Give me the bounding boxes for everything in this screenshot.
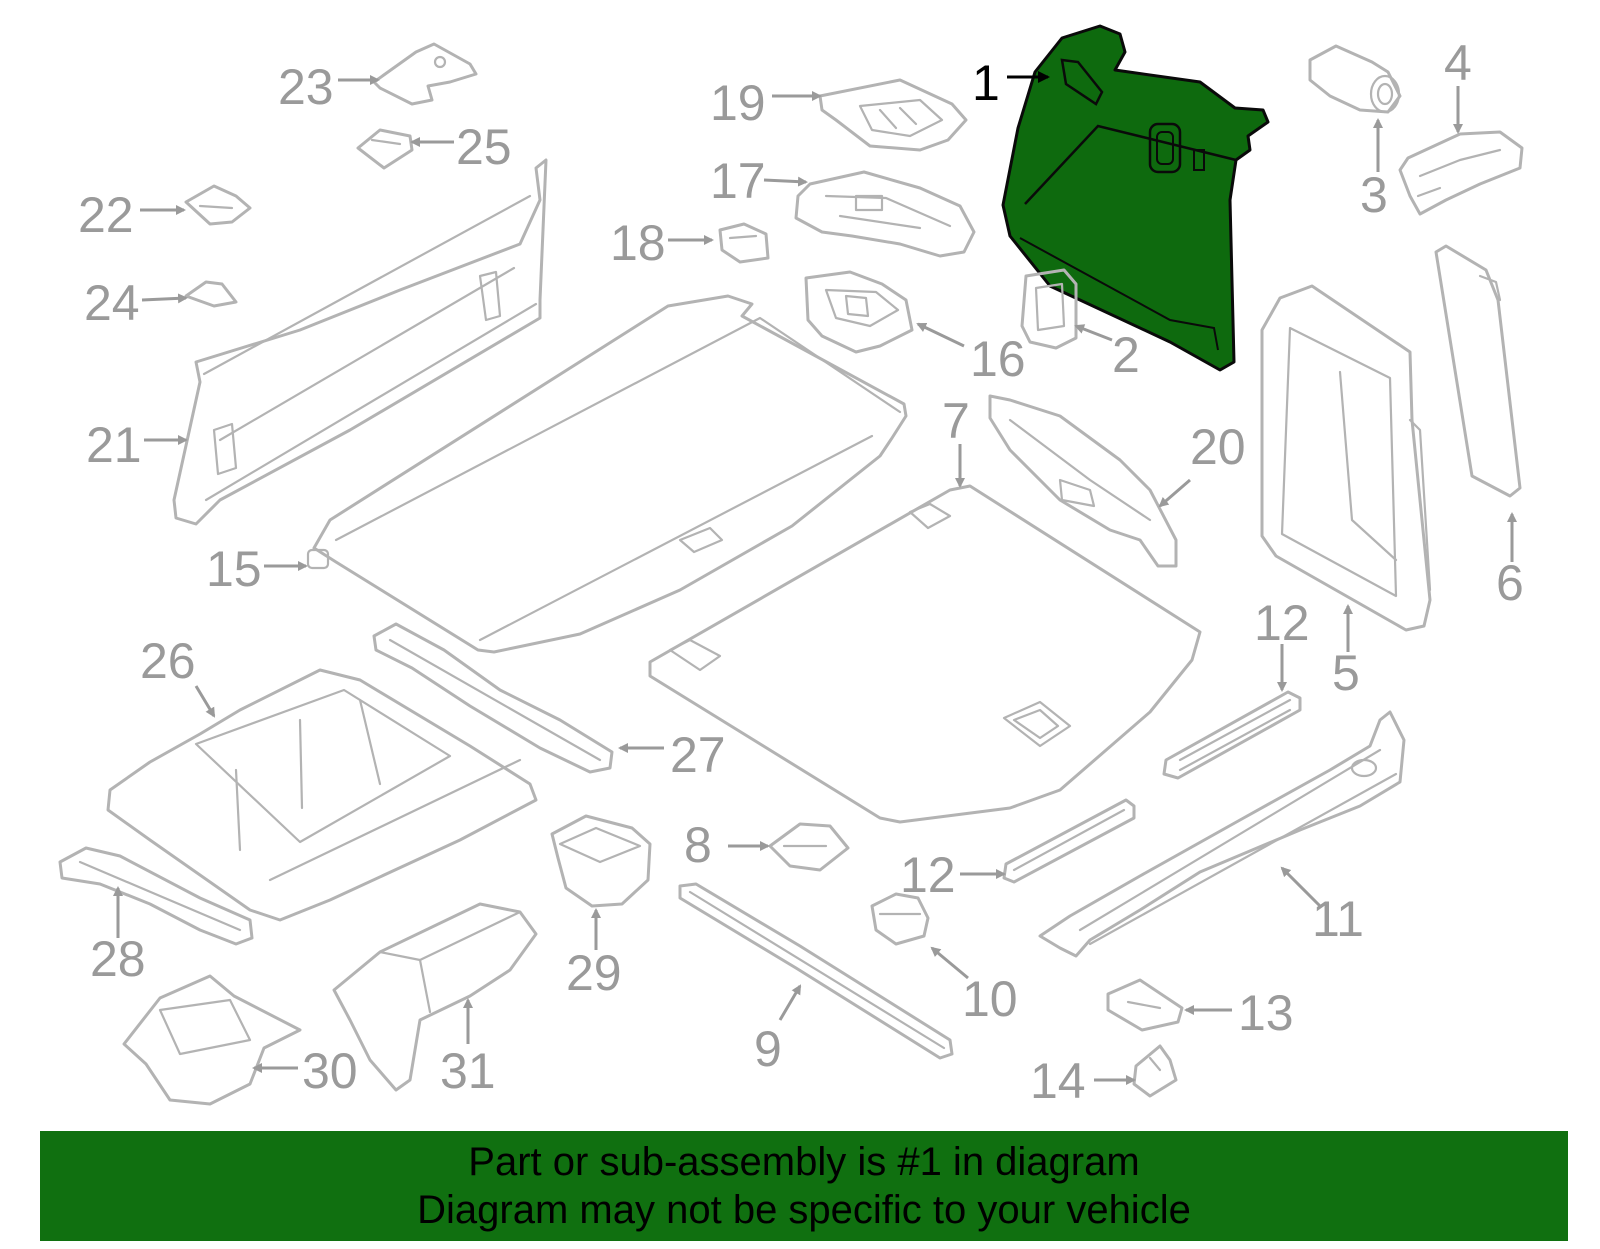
part-4-handle[interactable] <box>1398 130 1524 216</box>
part-22-clip[interactable] <box>184 184 252 226</box>
callout-31[interactable]: 31 <box>440 1043 496 1099</box>
part-5-side-frame[interactable] <box>1260 284 1432 632</box>
callout-1[interactable]: 1 <box>972 55 1000 111</box>
callout-5[interactable]: 5 <box>1332 645 1360 701</box>
callout-30[interactable]: 30 <box>302 1043 358 1099</box>
callout-12-lower[interactable]: 12 <box>900 847 956 903</box>
callout-7[interactable]: 7 <box>942 393 970 449</box>
callout-15[interactable]: 15 <box>206 541 262 597</box>
part-24-clip[interactable] <box>184 280 238 308</box>
callout-14[interactable]: 14 <box>1030 1053 1086 1109</box>
callout-26[interactable]: 26 <box>140 633 196 689</box>
callout-28[interactable]: 28 <box>90 931 146 987</box>
callout-9[interactable]: 9 <box>754 1021 782 1077</box>
callout-11[interactable]: 11 <box>1312 891 1364 947</box>
callout-8[interactable]: 8 <box>684 817 712 873</box>
banner-line-2: Diagram may not be specific to your vehi… <box>417 1188 1191 1232</box>
part-30-storage-bin[interactable] <box>122 974 302 1106</box>
callout-22[interactable]: 22 <box>78 187 134 243</box>
part-27-rail[interactable] <box>372 622 614 774</box>
callout-18[interactable]: 18 <box>610 215 666 271</box>
callout-13[interactable]: 13 <box>1238 985 1294 1041</box>
callout-27[interactable]: 27 <box>670 727 726 783</box>
leader-lines <box>113 71 1517 1085</box>
part-1-highlighted-trim-panel[interactable] <box>1001 24 1270 372</box>
part-10-hook[interactable] <box>870 892 930 946</box>
part-6-trim-strip[interactable] <box>1434 244 1522 498</box>
callout-labels: 1 2 3 4 5 6 7 8 9 10 11 12 12 13 14 15 1… <box>78 35 1524 1109</box>
callout-29[interactable]: 29 <box>566 945 622 1001</box>
part-3-socket[interactable] <box>1308 44 1402 114</box>
part-21-luggage-net-frame[interactable] <box>172 158 548 526</box>
part-11-sill-trim[interactable] <box>1038 710 1406 958</box>
callout-10[interactable]: 10 <box>962 971 1018 1027</box>
part-29-storage-bin[interactable] <box>550 814 652 908</box>
info-banner: Part or sub-assembly is #1 in diagram Di… <box>40 1131 1568 1241</box>
part-16-bracket[interactable] <box>804 270 914 354</box>
callout-17[interactable]: 17 <box>710 153 766 209</box>
banner-line-1: Part or sub-assembly is #1 in diagram <box>468 1140 1140 1184</box>
callout-25[interactable]: 25 <box>456 119 512 175</box>
callout-24[interactable]: 24 <box>84 275 140 331</box>
callout-20[interactable]: 20 <box>1190 419 1246 475</box>
part-14-hook[interactable] <box>1132 1044 1178 1098</box>
part-31-housing[interactable] <box>332 902 538 1092</box>
callout-16[interactable]: 16 <box>970 331 1026 387</box>
part-9-rail[interactable] <box>678 882 954 1060</box>
callout-3[interactable]: 3 <box>1360 167 1388 223</box>
part-26-storage-tray[interactable] <box>106 668 538 922</box>
part-13-tie-down[interactable] <box>1106 978 1184 1032</box>
part-2-trim-clip[interactable] <box>1020 268 1078 350</box>
callout-12-upper[interactable]: 12 <box>1254 595 1310 651</box>
part-25-clip[interactable] <box>356 128 414 170</box>
callout-21[interactable]: 21 <box>86 417 142 473</box>
part-28-bracket[interactable] <box>58 846 254 946</box>
callout-6[interactable]: 6 <box>1496 555 1524 611</box>
part-12-upper-grille[interactable] <box>1162 690 1302 780</box>
part-23-bracket-plate[interactable] <box>372 42 478 106</box>
part-12-lower-grille[interactable] <box>1002 798 1136 884</box>
part-15-cargo-cover[interactable] <box>306 294 908 654</box>
part-18-clip[interactable] <box>718 222 770 264</box>
part-7-floor-panel[interactable] <box>648 484 1202 824</box>
callout-4[interactable]: 4 <box>1444 35 1472 91</box>
part-19-tray[interactable] <box>818 78 968 152</box>
callout-2[interactable]: 2 <box>1112 327 1140 383</box>
callout-23[interactable]: 23 <box>278 59 334 115</box>
callout-19[interactable]: 19 <box>710 75 766 131</box>
part-20-rail[interactable] <box>988 394 1178 568</box>
part-17-bracket[interactable] <box>794 170 976 258</box>
part-8-cover[interactable] <box>768 822 850 872</box>
